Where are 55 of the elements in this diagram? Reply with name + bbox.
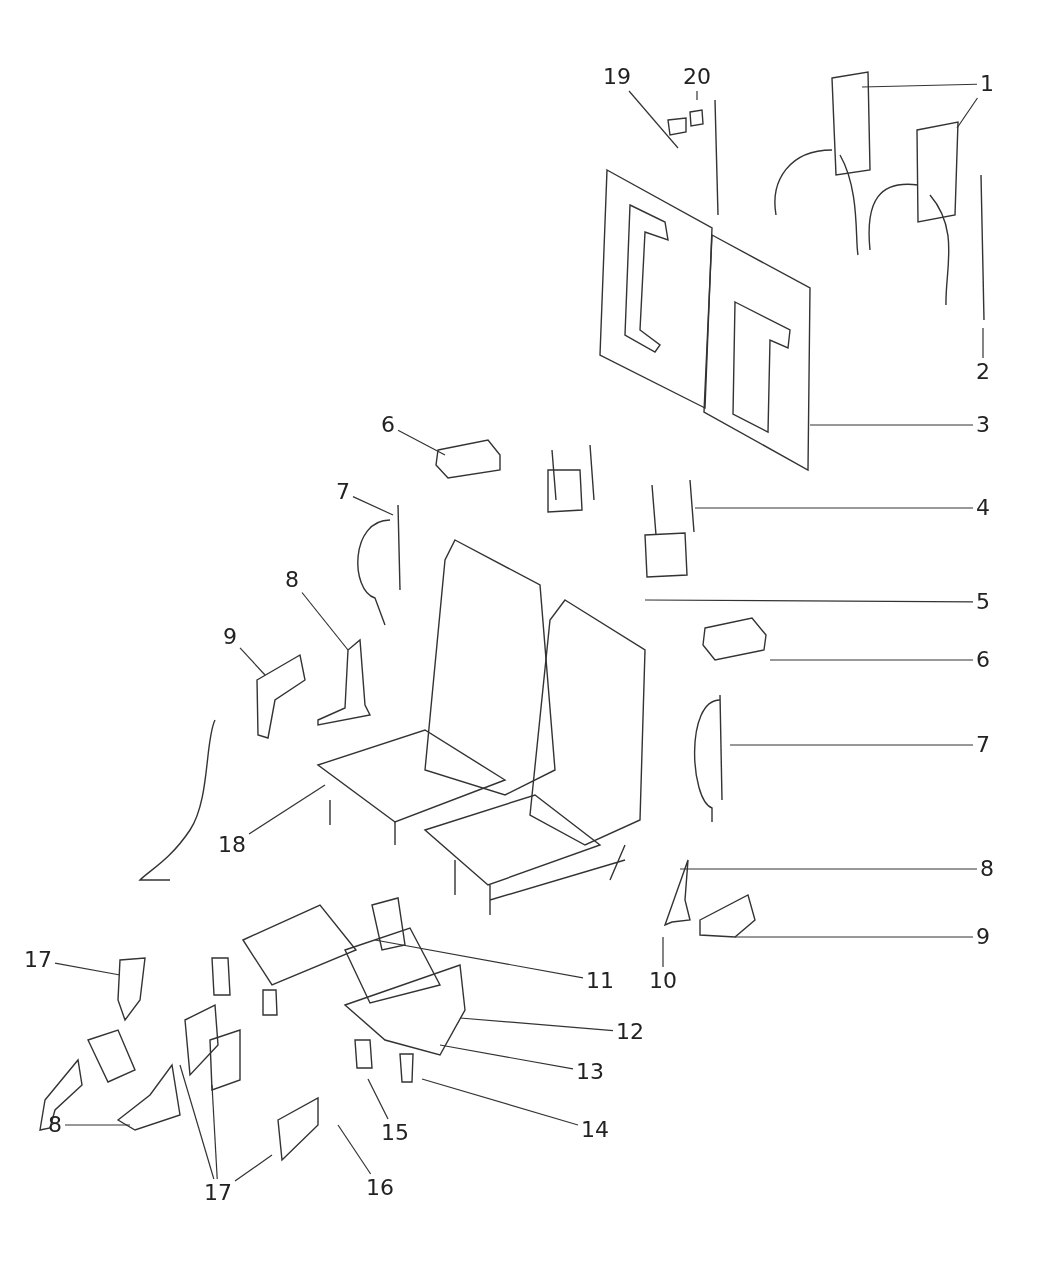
callout-number: 6 <box>976 647 990 673</box>
leader-line <box>367 1078 389 1120</box>
leader-line <box>694 507 974 509</box>
callout-number: 16 <box>366 1175 394 1201</box>
leader-line <box>644 599 974 603</box>
callout-number: 8 <box>48 1112 62 1138</box>
callout-number: 19 <box>603 64 631 90</box>
leader-line <box>982 327 984 359</box>
leader-line <box>248 784 326 835</box>
leader-line <box>729 744 974 746</box>
callout-number: 5 <box>976 589 990 615</box>
leader-line <box>679 868 978 870</box>
leader-line <box>769 659 974 661</box>
callout-number: 7 <box>336 479 350 505</box>
callout-number: 17 <box>204 1180 232 1206</box>
leader-line <box>459 1017 614 1032</box>
leader-line <box>861 83 978 88</box>
callout-number: 14 <box>581 1117 609 1143</box>
callout-number: 7 <box>976 732 990 758</box>
callout-number: 8 <box>285 567 299 593</box>
callout-number: 2 <box>976 359 990 385</box>
callout-number: 11 <box>586 968 614 994</box>
leader-line <box>734 936 974 938</box>
leader-line <box>696 90 698 101</box>
leader-line <box>239 647 266 676</box>
leader-line <box>956 97 979 129</box>
callout-number: 9 <box>976 924 990 950</box>
leader-line <box>352 496 394 516</box>
callout-number: 15 <box>381 1120 409 1146</box>
leader-line <box>421 1078 579 1126</box>
callout-number: 9 <box>223 624 237 650</box>
callout-number: 3 <box>976 412 990 438</box>
leader-line <box>397 429 446 456</box>
leader-line <box>211 1084 218 1180</box>
callout-number: 17 <box>24 947 52 973</box>
callout-number: 20 <box>683 64 711 90</box>
leader-line <box>64 1124 131 1126</box>
leader-line <box>374 939 584 979</box>
leader-line <box>234 1154 273 1182</box>
callout-number: 10 <box>649 968 677 994</box>
leader-line <box>809 424 974 426</box>
leader-line <box>439 1044 574 1070</box>
leader-line <box>54 962 121 976</box>
leader-line <box>337 1124 372 1175</box>
callout-number: 6 <box>381 412 395 438</box>
callout-number: 1 <box>980 71 994 97</box>
callout-number: 12 <box>616 1019 644 1045</box>
leader-line <box>179 1064 215 1180</box>
leader-line <box>628 90 679 149</box>
leader-line <box>301 591 349 651</box>
callout-number: 18 <box>218 832 246 858</box>
callout-number: 4 <box>976 495 990 521</box>
callout-number: 8 <box>980 856 994 882</box>
callout-number: 13 <box>576 1059 604 1085</box>
leader-line <box>662 936 664 968</box>
